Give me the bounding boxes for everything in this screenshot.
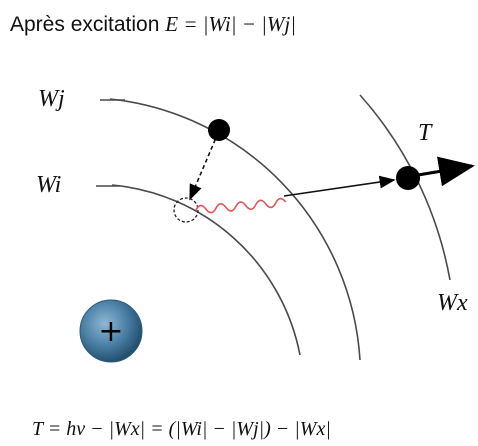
photon-wave (195, 197, 287, 214)
label-wi: Wi (36, 172, 62, 198)
header-text: Après excitation (10, 13, 160, 36)
orbit-wi (111, 184, 301, 356)
vacancy-hole (173, 197, 199, 223)
transition-arrow (189, 132, 219, 201)
label-wj: Wj (38, 86, 65, 112)
electron-wj (208, 119, 230, 141)
orbit-wj (109, 98, 361, 361)
nucleus (79, 299, 143, 363)
ejected-electron (396, 166, 420, 190)
emission-arrow (283, 175, 396, 197)
energy-equation: T = hν − |Wx| = (|Wi| − |Wj|) − |Wx| (32, 418, 331, 440)
ejected-direction-arrow (417, 156, 475, 187)
label-wx: Wx (437, 290, 468, 316)
label-t: T (418, 120, 432, 146)
header-line: Après excitation E = |Wi| − |Wj| (10, 12, 296, 37)
header-formula: E = |Wi| − |Wj| (165, 12, 297, 36)
